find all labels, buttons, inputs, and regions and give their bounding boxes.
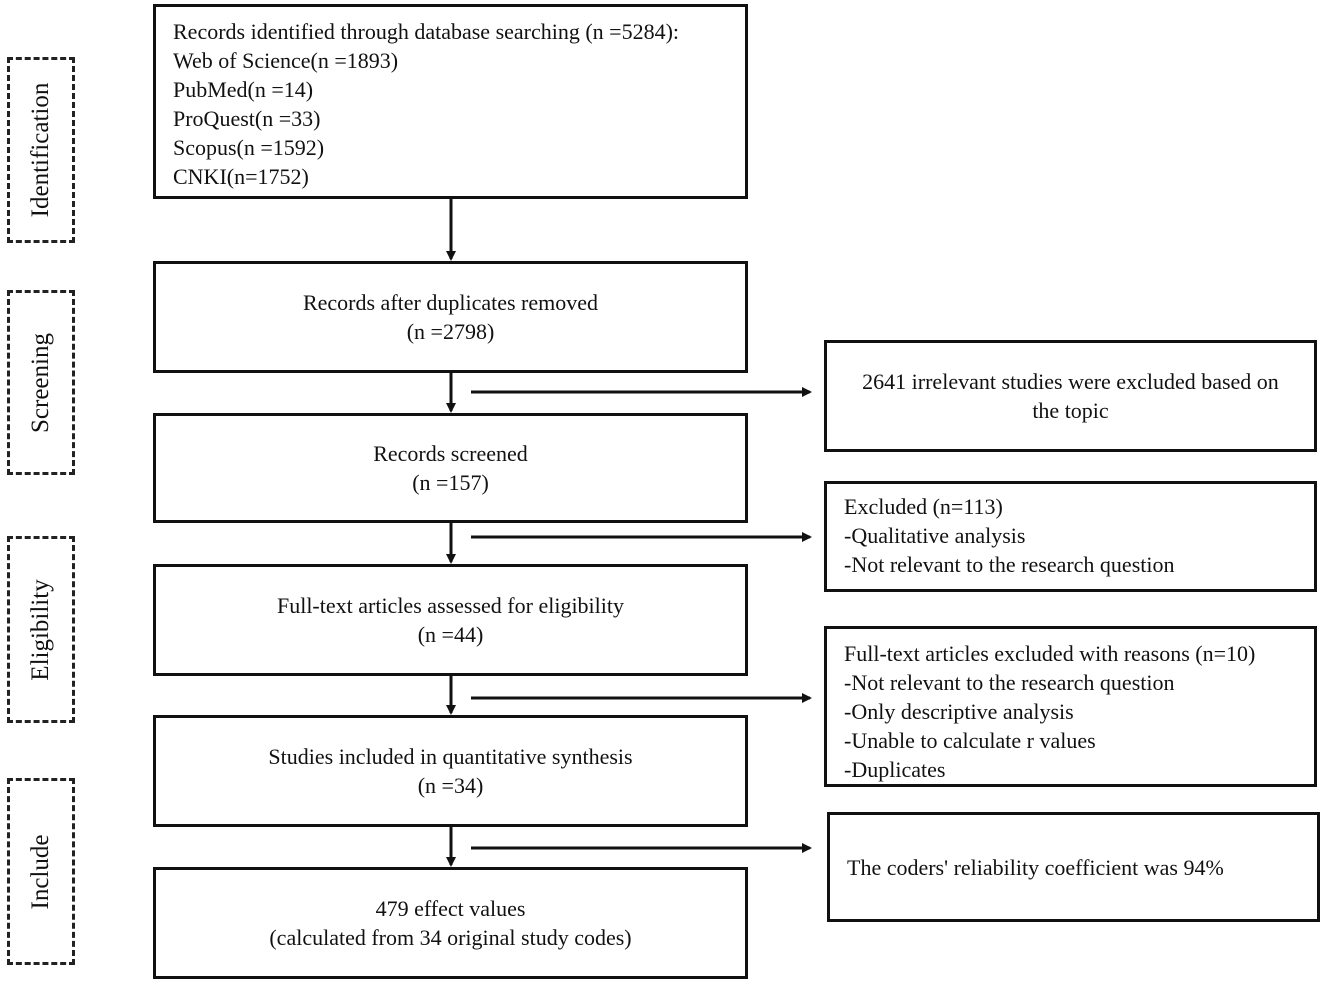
records-screened-label: Records screened [373, 441, 528, 466]
source-scopus: Scopus(n =1592) [173, 135, 325, 160]
excluded-113-title: Excluded (n=113) [844, 494, 1003, 519]
excluded-113-reason-not-relevant: -Not relevant to the research question [844, 552, 1175, 577]
effect-values-note: (calculated from 34 original study codes… [269, 925, 632, 950]
studies-included-label: Studies included in quantitative synthes… [268, 744, 633, 769]
source-proquest: ProQuest(n =33) [173, 106, 321, 131]
source-web-of-science: Web of Science(n =1893) [173, 48, 399, 73]
source-cnki: CNKI(n=1752) [173, 164, 309, 189]
source-pubmed: PubMed(n =14) [173, 77, 314, 102]
records-screened-count: (n =157) [412, 470, 489, 495]
excluded-fulltext-reason-r-values: -Unable to calculate r values [844, 728, 1096, 753]
records-screened-box: Records screened (n =157) [153, 413, 748, 523]
phase-identification: Identification [7, 57, 75, 243]
phase-eligibility: Eligibility [7, 536, 75, 723]
duplicates-removed-label: Records after duplicates removed [302, 290, 599, 315]
excluded-fulltext-reason-duplicates: -Duplicates [844, 757, 946, 782]
excluded-fulltext-box: Full-text articles excluded with reasons… [824, 626, 1317, 787]
excluded-topic-line2: the topic [1032, 398, 1109, 423]
records-identified-box: Records identified through database sear… [153, 4, 748, 199]
excluded-113-reason-qualitative: -Qualitative analysis [844, 523, 1026, 548]
full-text-assessed-label: Full-text articles assessed for eligibil… [276, 593, 625, 618]
reliability-box: The coders' reliability coefficient was … [827, 812, 1320, 922]
excluded-fulltext-title: Full-text articles excluded with reasons… [844, 641, 1256, 666]
duplicates-removed-count: (n =2798) [406, 319, 495, 344]
duplicates-removed-box: Records after duplicates removed (n =279… [153, 261, 748, 373]
excluded-fulltext-reason-descriptive: -Only descriptive analysis [844, 699, 1074, 724]
reliability-label: The coders' reliability coefficient was … [847, 855, 1224, 880]
effect-values-box: 479 effect values (calculated from 34 or… [153, 867, 748, 979]
excluded-fulltext-reason-not-relevant: -Not relevant to the research question [844, 670, 1175, 695]
records-identified-title: Records identified through database sear… [173, 19, 680, 44]
excluded-topic-line1: 2641 irrelevant studies were excluded ba… [862, 369, 1279, 394]
excluded-113-box: Excluded (n=113) -Qualitative analysis -… [824, 481, 1317, 592]
full-text-assessed-box: Full-text articles assessed for eligibil… [153, 564, 748, 676]
effect-values-label: 479 effect values [375, 896, 526, 921]
phase-screening: Screening [7, 290, 75, 475]
full-text-assessed-count: (n =44) [417, 622, 484, 647]
phase-include: Include [7, 778, 75, 965]
studies-included-count: (n =34) [417, 773, 484, 798]
studies-included-box: Studies included in quantitative synthes… [153, 715, 748, 827]
excluded-topic-box: 2641 irrelevant studies were excluded ba… [824, 340, 1317, 452]
